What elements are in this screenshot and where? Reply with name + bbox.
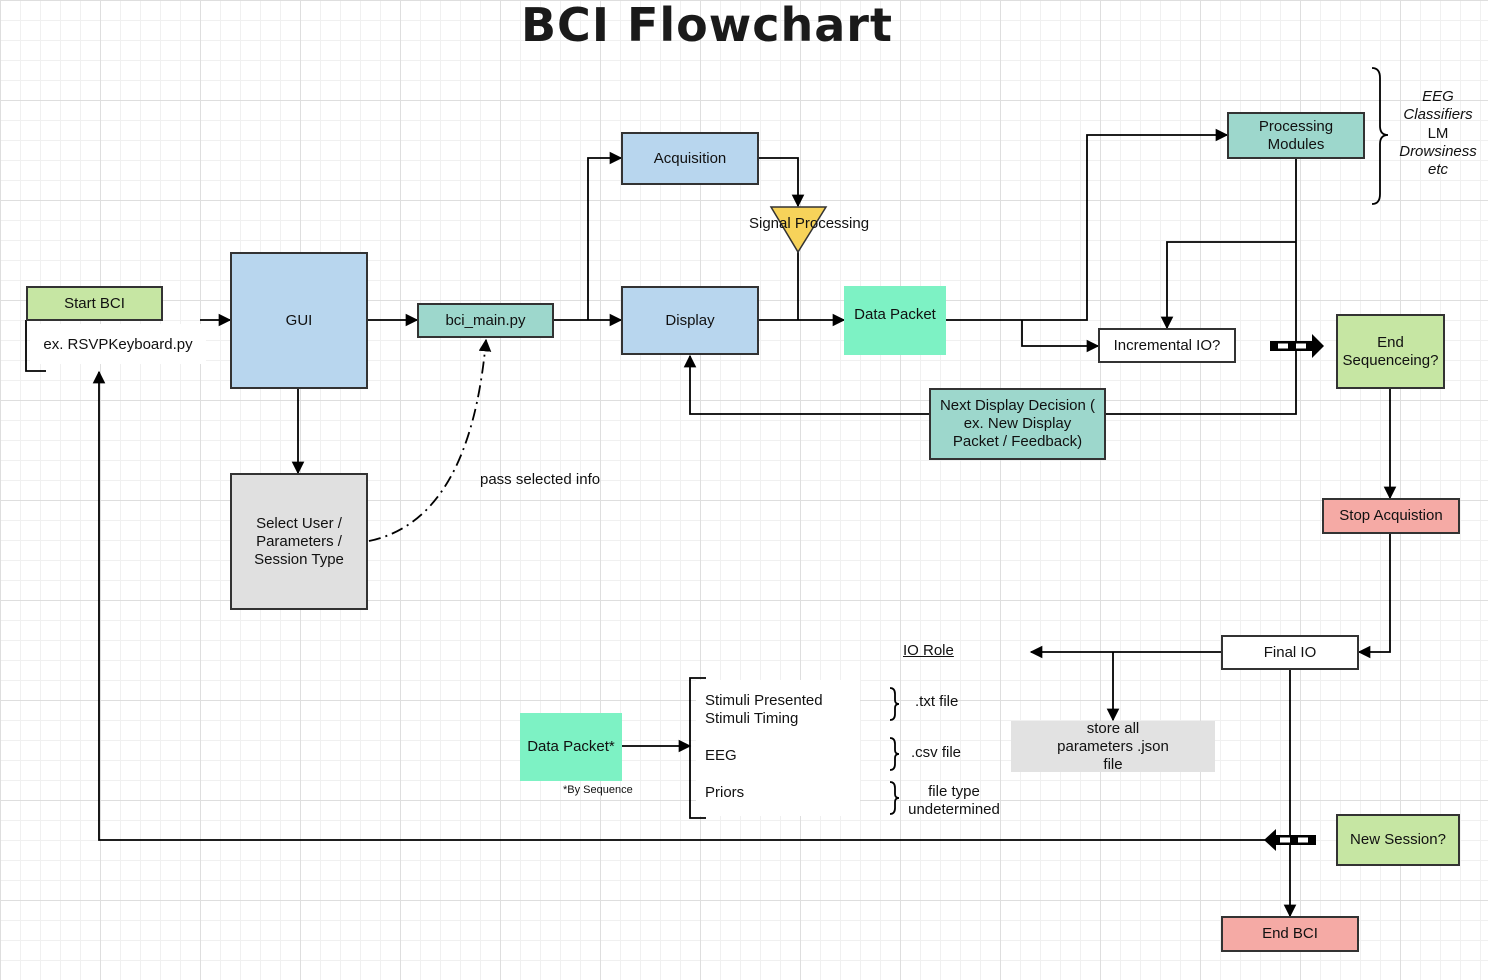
gui-node: GUI: [230, 252, 368, 389]
connector-pass-info: [368, 338, 492, 542]
connector-newsession-start: [92, 370, 1290, 841]
end-sequencing-node: End Sequenceing?: [1336, 314, 1445, 389]
module-classifiers: Classifiers: [1403, 106, 1473, 124]
connector-acq-signal: [758, 157, 805, 208]
processing-modules-node: Processing Modules: [1227, 112, 1365, 159]
connector-packet-modules: [946, 128, 1229, 321]
module-lm: LM: [1427, 124, 1449, 142]
connector-modules-down: [1105, 158, 1297, 415]
end-bci-node: End BCI: [1221, 916, 1359, 952]
file-type-txt: .txt file: [915, 693, 959, 710]
stop-acquisition-node: Stop Acquistion: [1322, 498, 1460, 534]
page-title: BCI Flowchart: [521, 0, 893, 52]
io-list-panel: [696, 680, 860, 816]
module-etc: etc: [1427, 161, 1448, 179]
example-script-label: ex. RSVPKeyboard.py: [30, 324, 206, 364]
io-item-eeg: EEG: [705, 747, 737, 764]
next-display-decision-node: Next Display Decision ( ex. New Display …: [929, 388, 1106, 460]
file-type-csv: .csv file: [911, 744, 962, 761]
select-user-node: Select User / Parameters / Session Type: [230, 473, 368, 610]
bci-main-node: bci_main.py: [417, 303, 554, 338]
final-io-node: Final IO: [1221, 635, 1359, 670]
undetermined-brace: [889, 781, 900, 815]
signal-processing-label: Signal Processing: [749, 215, 870, 232]
connector-stop-final: [1357, 533, 1391, 659]
csv-brace: [889, 737, 900, 771]
connector-main-acquisition: [587, 151, 623, 320]
connector-packet-io: [1021, 320, 1100, 353]
end-sequencing-hollow-arrow: [1270, 334, 1324, 358]
acquisition-node: Acquisition: [621, 132, 759, 185]
file-type-undetermined: file type undetermined: [908, 783, 1000, 818]
data-packet-seq-node: Data Packet*: [520, 713, 622, 781]
modules-list: EEG Classifiers LM Drowsiness etc: [1396, 88, 1480, 179]
start-bci-node: Start BCI: [26, 286, 163, 321]
io-item-stimuli-timing: Stimuli Timing: [705, 710, 799, 727]
io-role-label: IO Role: [903, 642, 954, 659]
txt-brace: [889, 687, 900, 721]
signal-processing-triangle: [769, 206, 828, 254]
io-item-stimuli-presented: Stimuli Presented: [705, 692, 823, 709]
module-eeg: EEG: [1422, 88, 1454, 105]
io-list-bracket: [689, 677, 706, 819]
start-bracket: [25, 320, 46, 372]
store-params-node: store all parameters .json file: [1011, 720, 1215, 773]
module-drowsiness: Drowsiness: [1399, 142, 1477, 160]
io-item-priors: Priors: [705, 784, 745, 801]
connector-modules-io: [1160, 241, 1296, 330]
incremental-io-node: Incremental IO?: [1098, 328, 1236, 363]
pass-selected-info-label: pass selected info: [480, 471, 601, 488]
new-session-node: New Session?: [1336, 814, 1460, 866]
by-sequence-note: *By Sequence: [563, 784, 633, 796]
connector-decision-display: [683, 354, 929, 415]
new-session-hollow-arrow: [1264, 829, 1316, 851]
modules-brace: [1371, 67, 1389, 205]
display-node: Display: [621, 286, 759, 355]
data-packet-node: Data Packet: [844, 286, 946, 355]
